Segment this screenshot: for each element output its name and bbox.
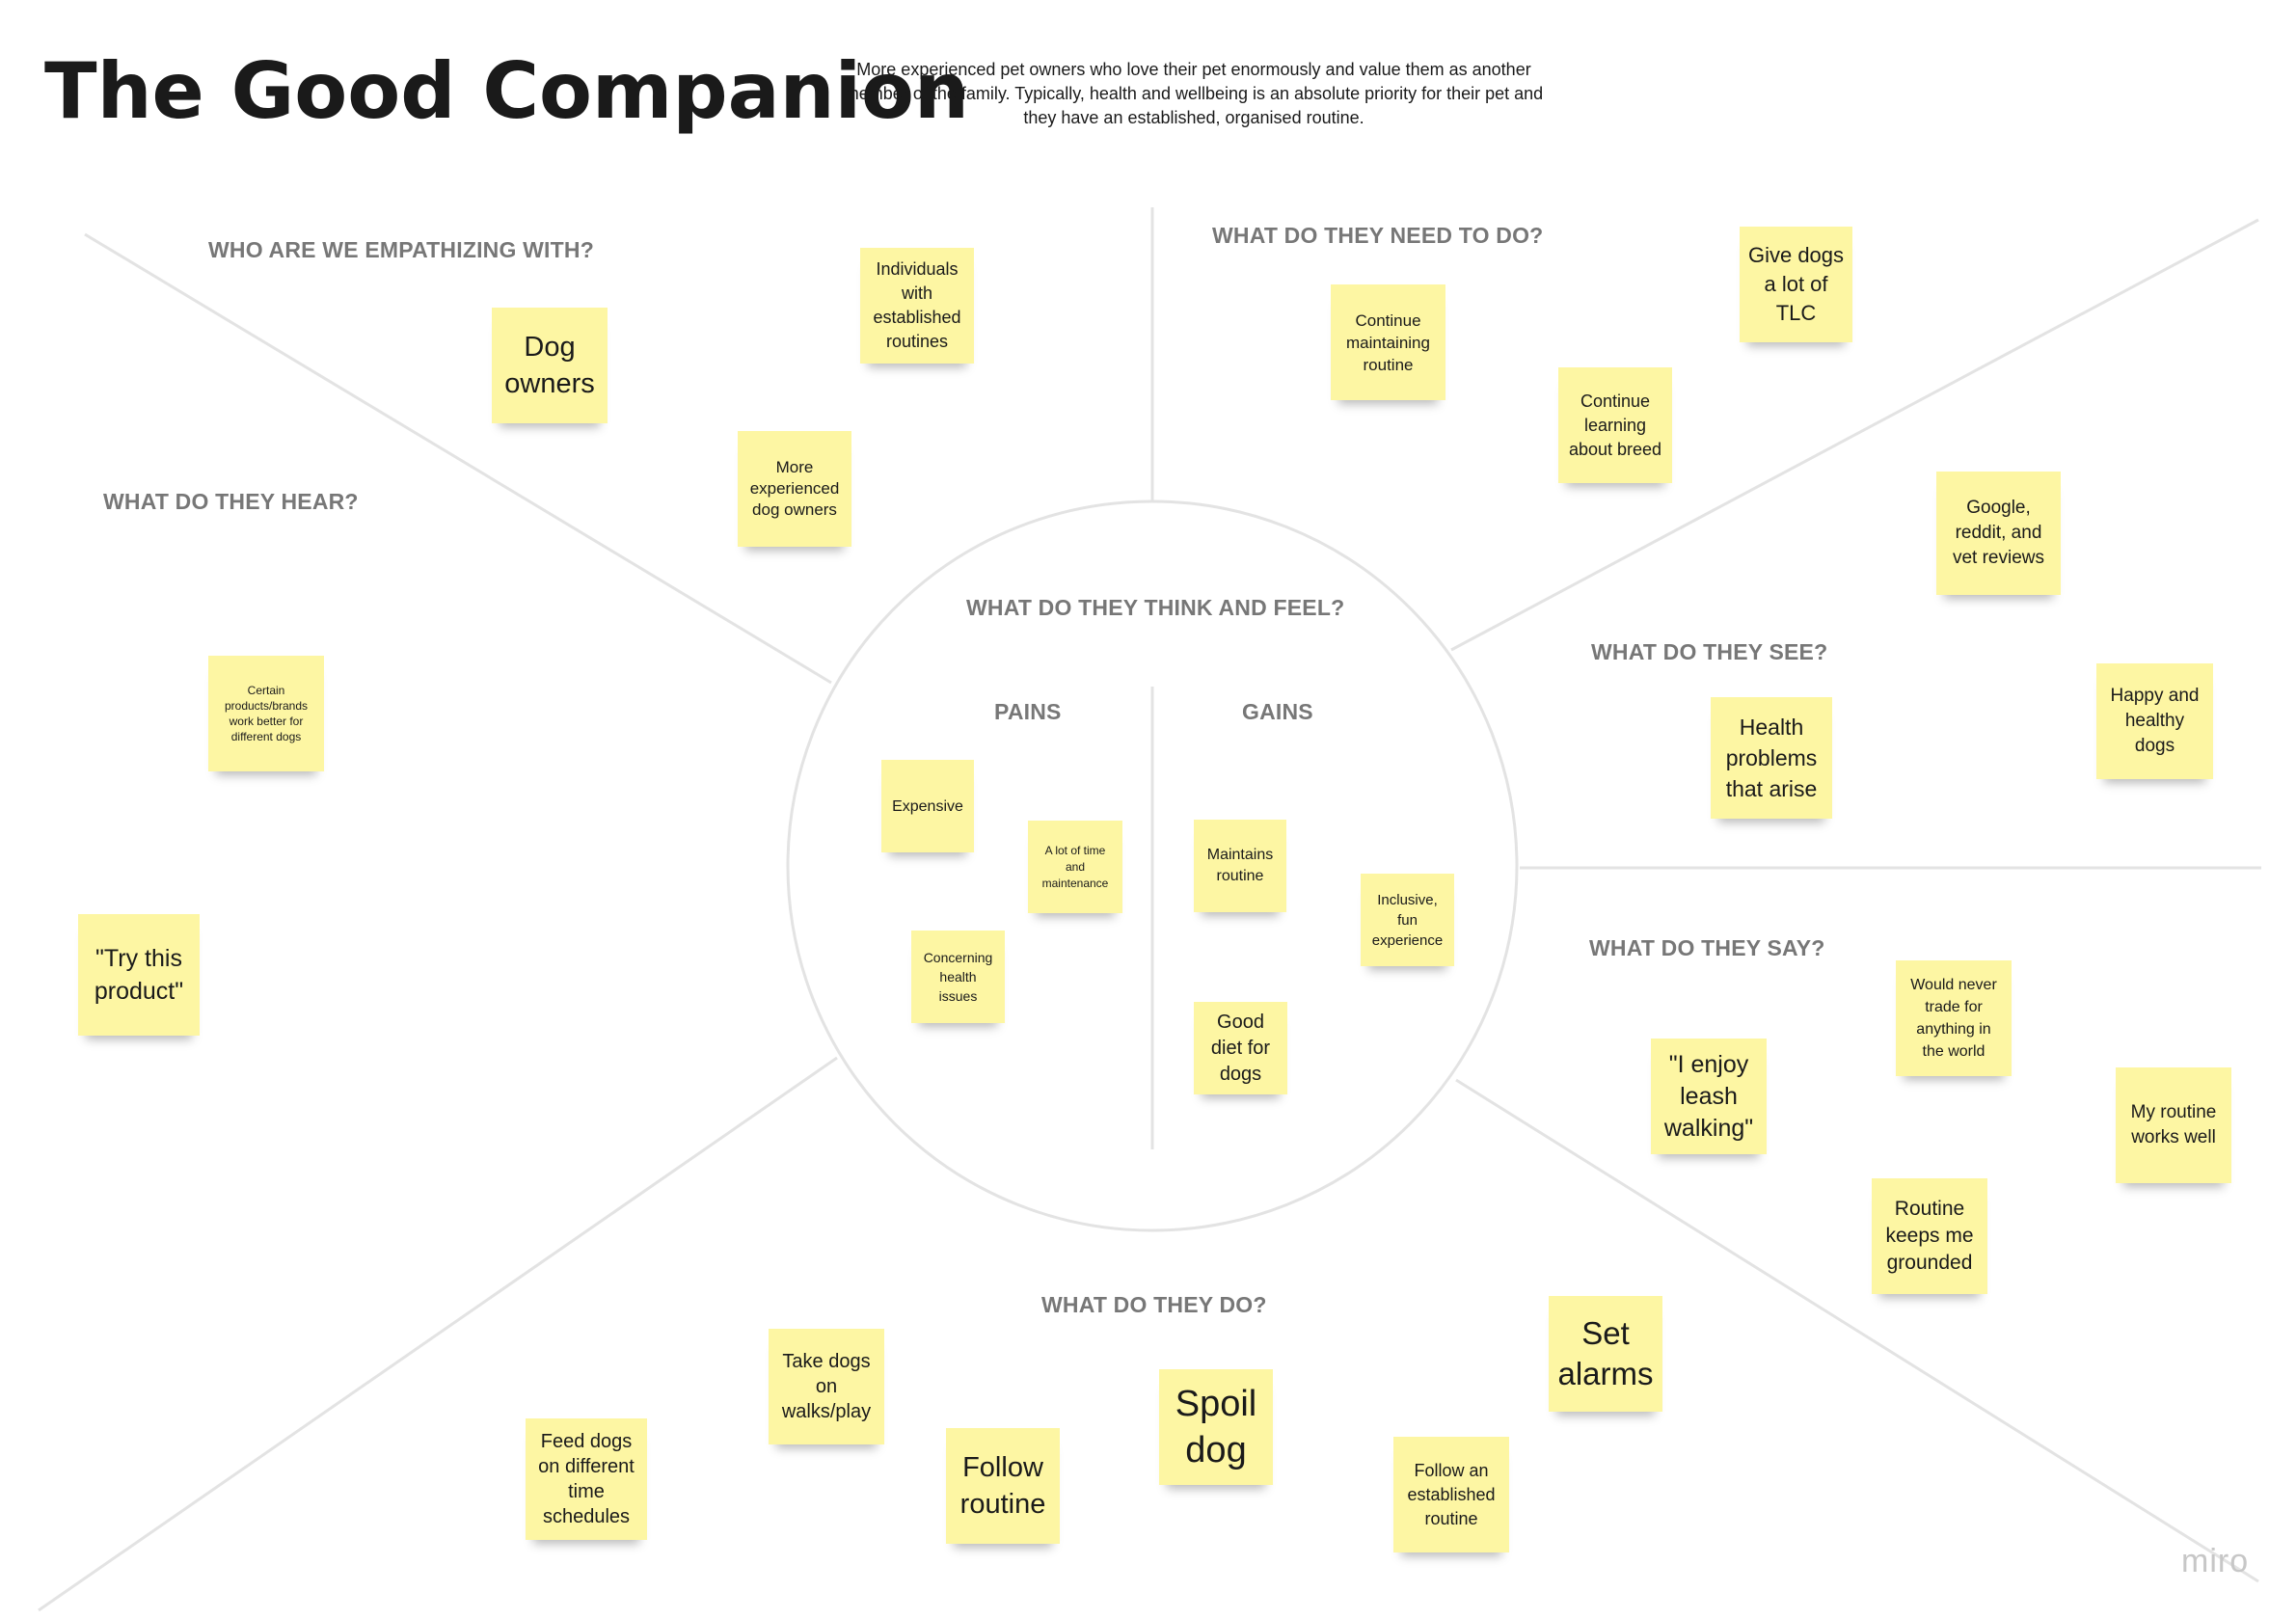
- sticky-note[interactable]: Give dogs a lot of TLC: [1740, 227, 1852, 342]
- sticky-note[interactable]: Follow routine: [946, 1428, 1060, 1544]
- note-text: Continue learning about breed: [1568, 391, 1662, 459]
- page-title: The Good Companion: [44, 46, 969, 136]
- note-text: Continue maintaining routine: [1346, 310, 1430, 374]
- note-text: Give dogs a lot of TLC: [1747, 243, 1845, 325]
- note-text: My routine works well: [2130, 1102, 2217, 1147]
- sticky-note[interactable]: Certain products/brands work better for …: [208, 656, 324, 771]
- sticky-note[interactable]: Inclusive, fun experience: [1361, 874, 1454, 966]
- note-text: Maintains routine: [1206, 847, 1274, 884]
- divider-upper-right: [1450, 218, 2259, 652]
- note-text: More experienced dog owners: [749, 458, 840, 519]
- heading-do: WHAT DO THEY DO?: [1041, 1292, 1267, 1317]
- sticky-note[interactable]: A lot of time and maintenance: [1028, 821, 1122, 913]
- sticky-note[interactable]: Dog owners: [492, 308, 608, 423]
- sticky-note[interactable]: Continue learning about breed: [1558, 367, 1672, 483]
- sticky-note[interactable]: Google, reddit, and vet reviews: [1936, 472, 2061, 595]
- sticky-note[interactable]: My routine works well: [2116, 1067, 2231, 1183]
- note-text: Health problems that arise: [1725, 715, 1818, 801]
- sticky-note[interactable]: Set alarms: [1549, 1296, 1662, 1412]
- note-text: "I enjoy leash walking": [1663, 1050, 1754, 1142]
- note-text: Set alarms: [1557, 1315, 1654, 1391]
- note-text: Would never trade for anything in the wo…: [1910, 977, 1997, 1060]
- sticky-note[interactable]: "Try this product": [78, 914, 200, 1036]
- sticky-note[interactable]: Feed dogs on different time schedules: [526, 1418, 647, 1540]
- sticky-note[interactable]: Concerning health issues: [911, 931, 1005, 1023]
- note-text: Follow routine: [959, 1452, 1046, 1520]
- note-text: Dog owners: [504, 332, 595, 399]
- sticky-note[interactable]: Happy and healthy dogs: [2096, 663, 2213, 779]
- sticky-note[interactable]: Health problems that arise: [1711, 697, 1832, 819]
- divider-lower-right: [1455, 1078, 2259, 1583]
- divider-upper-left: [84, 232, 832, 685]
- persona-description: More experienced pet owners who love the…: [844, 60, 1544, 127]
- note-text: Google, reddit, and vet reviews: [1952, 498, 2045, 568]
- note-text: Concerning health issues: [923, 950, 993, 1004]
- sticky-note[interactable]: More experienced dog owners: [738, 431, 851, 547]
- divider-lower-left: [38, 1056, 838, 1612]
- heading-who: WHO ARE WE EMPATHIZING WITH?: [208, 237, 594, 262]
- sticky-note[interactable]: Individuals with established routines: [860, 248, 974, 364]
- note-text: Take dogs on walks/play: [781, 1351, 872, 1422]
- sticky-note[interactable]: Follow an established routine: [1393, 1437, 1509, 1552]
- sticky-note[interactable]: Would never trade for anything in the wo…: [1896, 960, 2012, 1076]
- note-text: "Try this product": [94, 945, 184, 1005]
- heading-say: WHAT DO THEY SAY?: [1589, 935, 1825, 960]
- heading-see: WHAT DO THEY SEE?: [1591, 639, 1828, 664]
- note-text: Inclusive, fun experience: [1371, 891, 1444, 949]
- sticky-note[interactable]: Expensive: [881, 760, 974, 852]
- note-text: Follow an established routine: [1407, 1460, 1496, 1528]
- sticky-note[interactable]: Maintains routine: [1194, 820, 1286, 912]
- heading-need: WHAT DO THEY NEED TO DO?: [1212, 223, 1544, 248]
- sticky-note[interactable]: "I enjoy leash walking": [1651, 1039, 1767, 1154]
- note-text: Happy and healthy dogs: [2110, 686, 2200, 756]
- sticky-note[interactable]: Spoil dog: [1159, 1369, 1273, 1485]
- heading-pains: PAINS: [994, 699, 1062, 724]
- note-text: Spoil dog: [1175, 1384, 1257, 1471]
- sticky-note[interactable]: Take dogs on walks/play: [769, 1329, 884, 1444]
- note-text: Good diet for dogs: [1210, 1011, 1271, 1085]
- note-text: Feed dogs on different time schedules: [538, 1431, 635, 1527]
- sticky-note[interactable]: Continue maintaining routine: [1331, 284, 1445, 400]
- note-text: Individuals with established routines: [873, 259, 961, 351]
- sticky-note[interactable]: Routine keeps me grounded: [1872, 1178, 1987, 1294]
- note-text: Routine keeps me grounded: [1885, 1198, 1974, 1274]
- heading-hear: WHAT DO THEY HEAR?: [103, 489, 359, 514]
- note-text: Certain products/brands work better for …: [224, 684, 309, 743]
- sticky-note[interactable]: Good diet for dogs: [1194, 1002, 1287, 1094]
- note-text: Expensive: [892, 797, 963, 815]
- heading-gains: GAINS: [1242, 699, 1313, 724]
- heading-think: WHAT DO THEY THINK AND FEEL?: [966, 595, 1345, 620]
- miro-logo: miro: [2181, 1543, 2250, 1579]
- note-text: A lot of time and maintenance: [1041, 843, 1109, 890]
